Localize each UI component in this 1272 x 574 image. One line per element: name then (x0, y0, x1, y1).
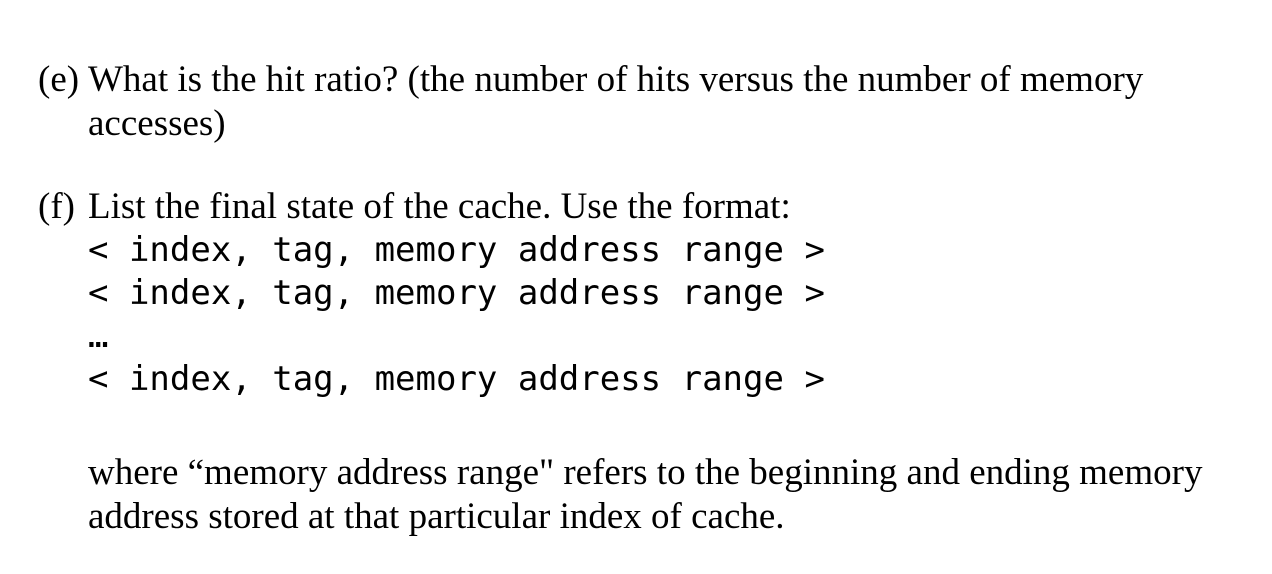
question-e-text-line-1: What is the hit ratio? (the number of hi… (88, 59, 1144, 100)
cache-format-line-1: < index, tag, memory address range > (88, 230, 825, 270)
question-f-intro: List the final state of the cache. Use t… (88, 186, 791, 227)
cache-format-line-2: < index, tag, memory address range > (88, 273, 825, 313)
question-e-label: (e) (38, 59, 80, 100)
cache-format-code-block: < index, tag, memory address range > < i… (88, 229, 1252, 401)
question-e: (e) What is the hit ratio? (the number o… (38, 58, 1252, 146)
cache-format-line-3: < index, tag, memory address range > (88, 359, 825, 399)
question-f-label: (f) (38, 186, 75, 227)
question-f-note-line-2: address stored at that particular index … (88, 496, 785, 537)
question-e-text-line-2: accesses) (88, 103, 226, 144)
question-f-note: where “memory address range" refers to t… (88, 451, 1252, 539)
question-f-note-line-1: where “memory address range" refers to t… (88, 452, 1203, 493)
question-f: (f) List the final state of the cache. U… (38, 185, 1252, 539)
question-e-content: What is the hit ratio? (the number of hi… (88, 58, 1252, 146)
cache-format-ellipsis: … (88, 316, 109, 356)
question-f-content: List the final state of the cache. Use t… (88, 185, 1252, 539)
